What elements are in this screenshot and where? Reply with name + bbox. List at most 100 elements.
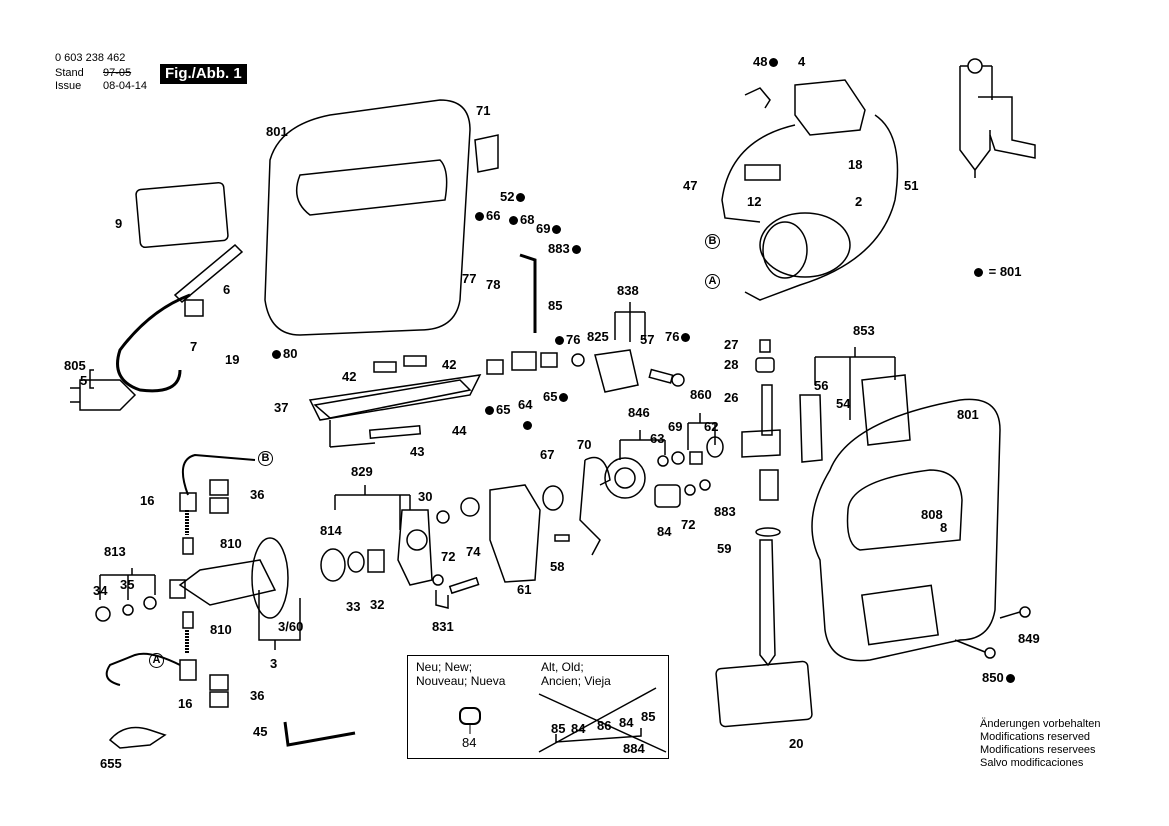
screw-850 (954, 639, 986, 653)
plug-shape (79, 379, 137, 411)
screw-849 (999, 611, 1021, 619)
part-label-9: 9 (115, 216, 123, 231)
guide-block-853 (861, 374, 911, 446)
capacitor-12 (744, 164, 781, 181)
hex-key-45 (283, 721, 356, 747)
part-label-42b: 42 (442, 357, 457, 372)
part-label-813: 813 (104, 544, 126, 559)
part-label-12: 12 (747, 194, 762, 209)
part-label-36a: 36 (250, 487, 265, 502)
fan-gear (251, 537, 289, 619)
part-label-801: 801 (266, 124, 288, 139)
part-label-51: 51 (904, 178, 919, 193)
connector-a-marker: A (705, 274, 720, 289)
part-label-883: 883 (548, 242, 583, 256)
old-box-title-1: Alt, Old; (541, 660, 584, 674)
warning-label-20 (715, 660, 813, 728)
part-label-801-right: 801 (957, 407, 979, 422)
part-label-883-text: 883 (548, 241, 570, 256)
dot-801-marker (523, 421, 532, 431)
saw-blade (759, 539, 776, 667)
part-label-42a: 42 (342, 369, 357, 384)
cam-70 (579, 456, 611, 556)
dot-801-marker-64 (521, 418, 534, 432)
part-label-54: 54 (836, 396, 851, 411)
new-part-box: Neu; New; Nouveau; Nueva 84 (407, 655, 533, 759)
part-label-65a: 65 (483, 403, 510, 417)
note-fr: Modifications reservees (980, 744, 1096, 756)
connector-b-marker-2: B (258, 451, 273, 466)
part-label-85: 85 (548, 298, 563, 313)
part-label-65b: 65 (543, 390, 570, 404)
part-label-76b: 76 (665, 330, 692, 344)
part-label-65b-text: 65 (543, 389, 558, 404)
armature-3 (178, 559, 277, 606)
part-label-72b: 72 (681, 517, 696, 532)
cover-71-shape (474, 134, 499, 173)
brush-holder-16b (179, 659, 197, 681)
part-label-4: 4 (798, 54, 806, 69)
part-label-80-text: 80 (283, 346, 298, 361)
dot-801-marker (974, 268, 983, 278)
note-de: Änderungen vorbehalten (980, 718, 1101, 730)
part-label-69b: 69 (668, 419, 683, 434)
part-label-77: 77 (462, 271, 477, 286)
part-label-7: 7 (190, 339, 198, 354)
brush-cap-36b (209, 674, 229, 691)
brush-cap-36a (209, 479, 229, 496)
part-label-34: 34 (93, 583, 108, 598)
part-label-44: 44 (452, 423, 467, 438)
part-label-59: 59 (717, 541, 732, 556)
part-label-43: 43 (410, 444, 425, 459)
label-window (861, 584, 939, 646)
part-label-883b: 883 (714, 504, 736, 519)
stand-value: 97-05 (103, 67, 132, 79)
note-es: Salvo modificaciones (980, 757, 1084, 769)
part-label-6: 6 (223, 282, 231, 297)
part-label-18: 18 (848, 157, 863, 172)
part-label-32: 32 (370, 597, 385, 612)
label-plate-9 (135, 181, 229, 249)
part-label-831: 831 (432, 619, 454, 634)
old-box-title-2: Ancien; Vieja (541, 674, 611, 688)
connector-a-marker-2: A (149, 653, 164, 668)
washer-59 (755, 527, 781, 537)
new-box-title-2: Nouveau; Nueva (416, 674, 506, 688)
old-part-86: 86 (597, 718, 612, 733)
part-label-16a: 16 (140, 493, 155, 508)
part-label-76a-text: 76 (566, 332, 581, 347)
part-label-52: 52 (500, 190, 527, 204)
part-label-72a: 72 (441, 549, 456, 564)
note-en: Modifications reserved (980, 731, 1091, 743)
part-label-62: 62 (704, 419, 719, 434)
part-label-69: 69 (536, 222, 563, 236)
guide-56 (799, 394, 823, 463)
dot-801-marker (681, 333, 691, 343)
bearing-814 (320, 548, 346, 582)
part-label-56: 56 (814, 378, 829, 393)
dot-801-marker (485, 406, 494, 416)
part-label-27: 27 (724, 337, 739, 352)
old-part-84b: 84 (619, 715, 634, 730)
part-label-860: 860 (690, 387, 712, 402)
part-label-65a-text: 65 (496, 402, 511, 417)
dot-801-marker (571, 245, 581, 255)
old-part-box: Alt, Old; Ancien; Vieja 85 84 86 84 85 8… (531, 655, 669, 759)
new-box-title-1: Neu; New; (416, 660, 473, 674)
schematic-motor-symbol (967, 58, 983, 74)
figure-badge: Fig./Abb. 1 (160, 64, 247, 84)
part-label-3: 3 (270, 656, 278, 671)
part-label-74: 74 (466, 544, 481, 559)
part-label-45: 45 (253, 724, 268, 739)
switch-4 (794, 79, 866, 136)
obsolete-cross-out (538, 687, 667, 753)
part-label-19: 19 (225, 352, 240, 367)
part-label-850: 850 (982, 671, 1017, 685)
new-part-84: 84 (462, 735, 477, 750)
handle-slot-shape (295, 159, 448, 216)
part-label-68: 68 (507, 213, 534, 227)
legend-text: = 801 (988, 264, 1022, 279)
old-part-84a: 84 (571, 721, 586, 736)
wire-51 (744, 114, 899, 301)
